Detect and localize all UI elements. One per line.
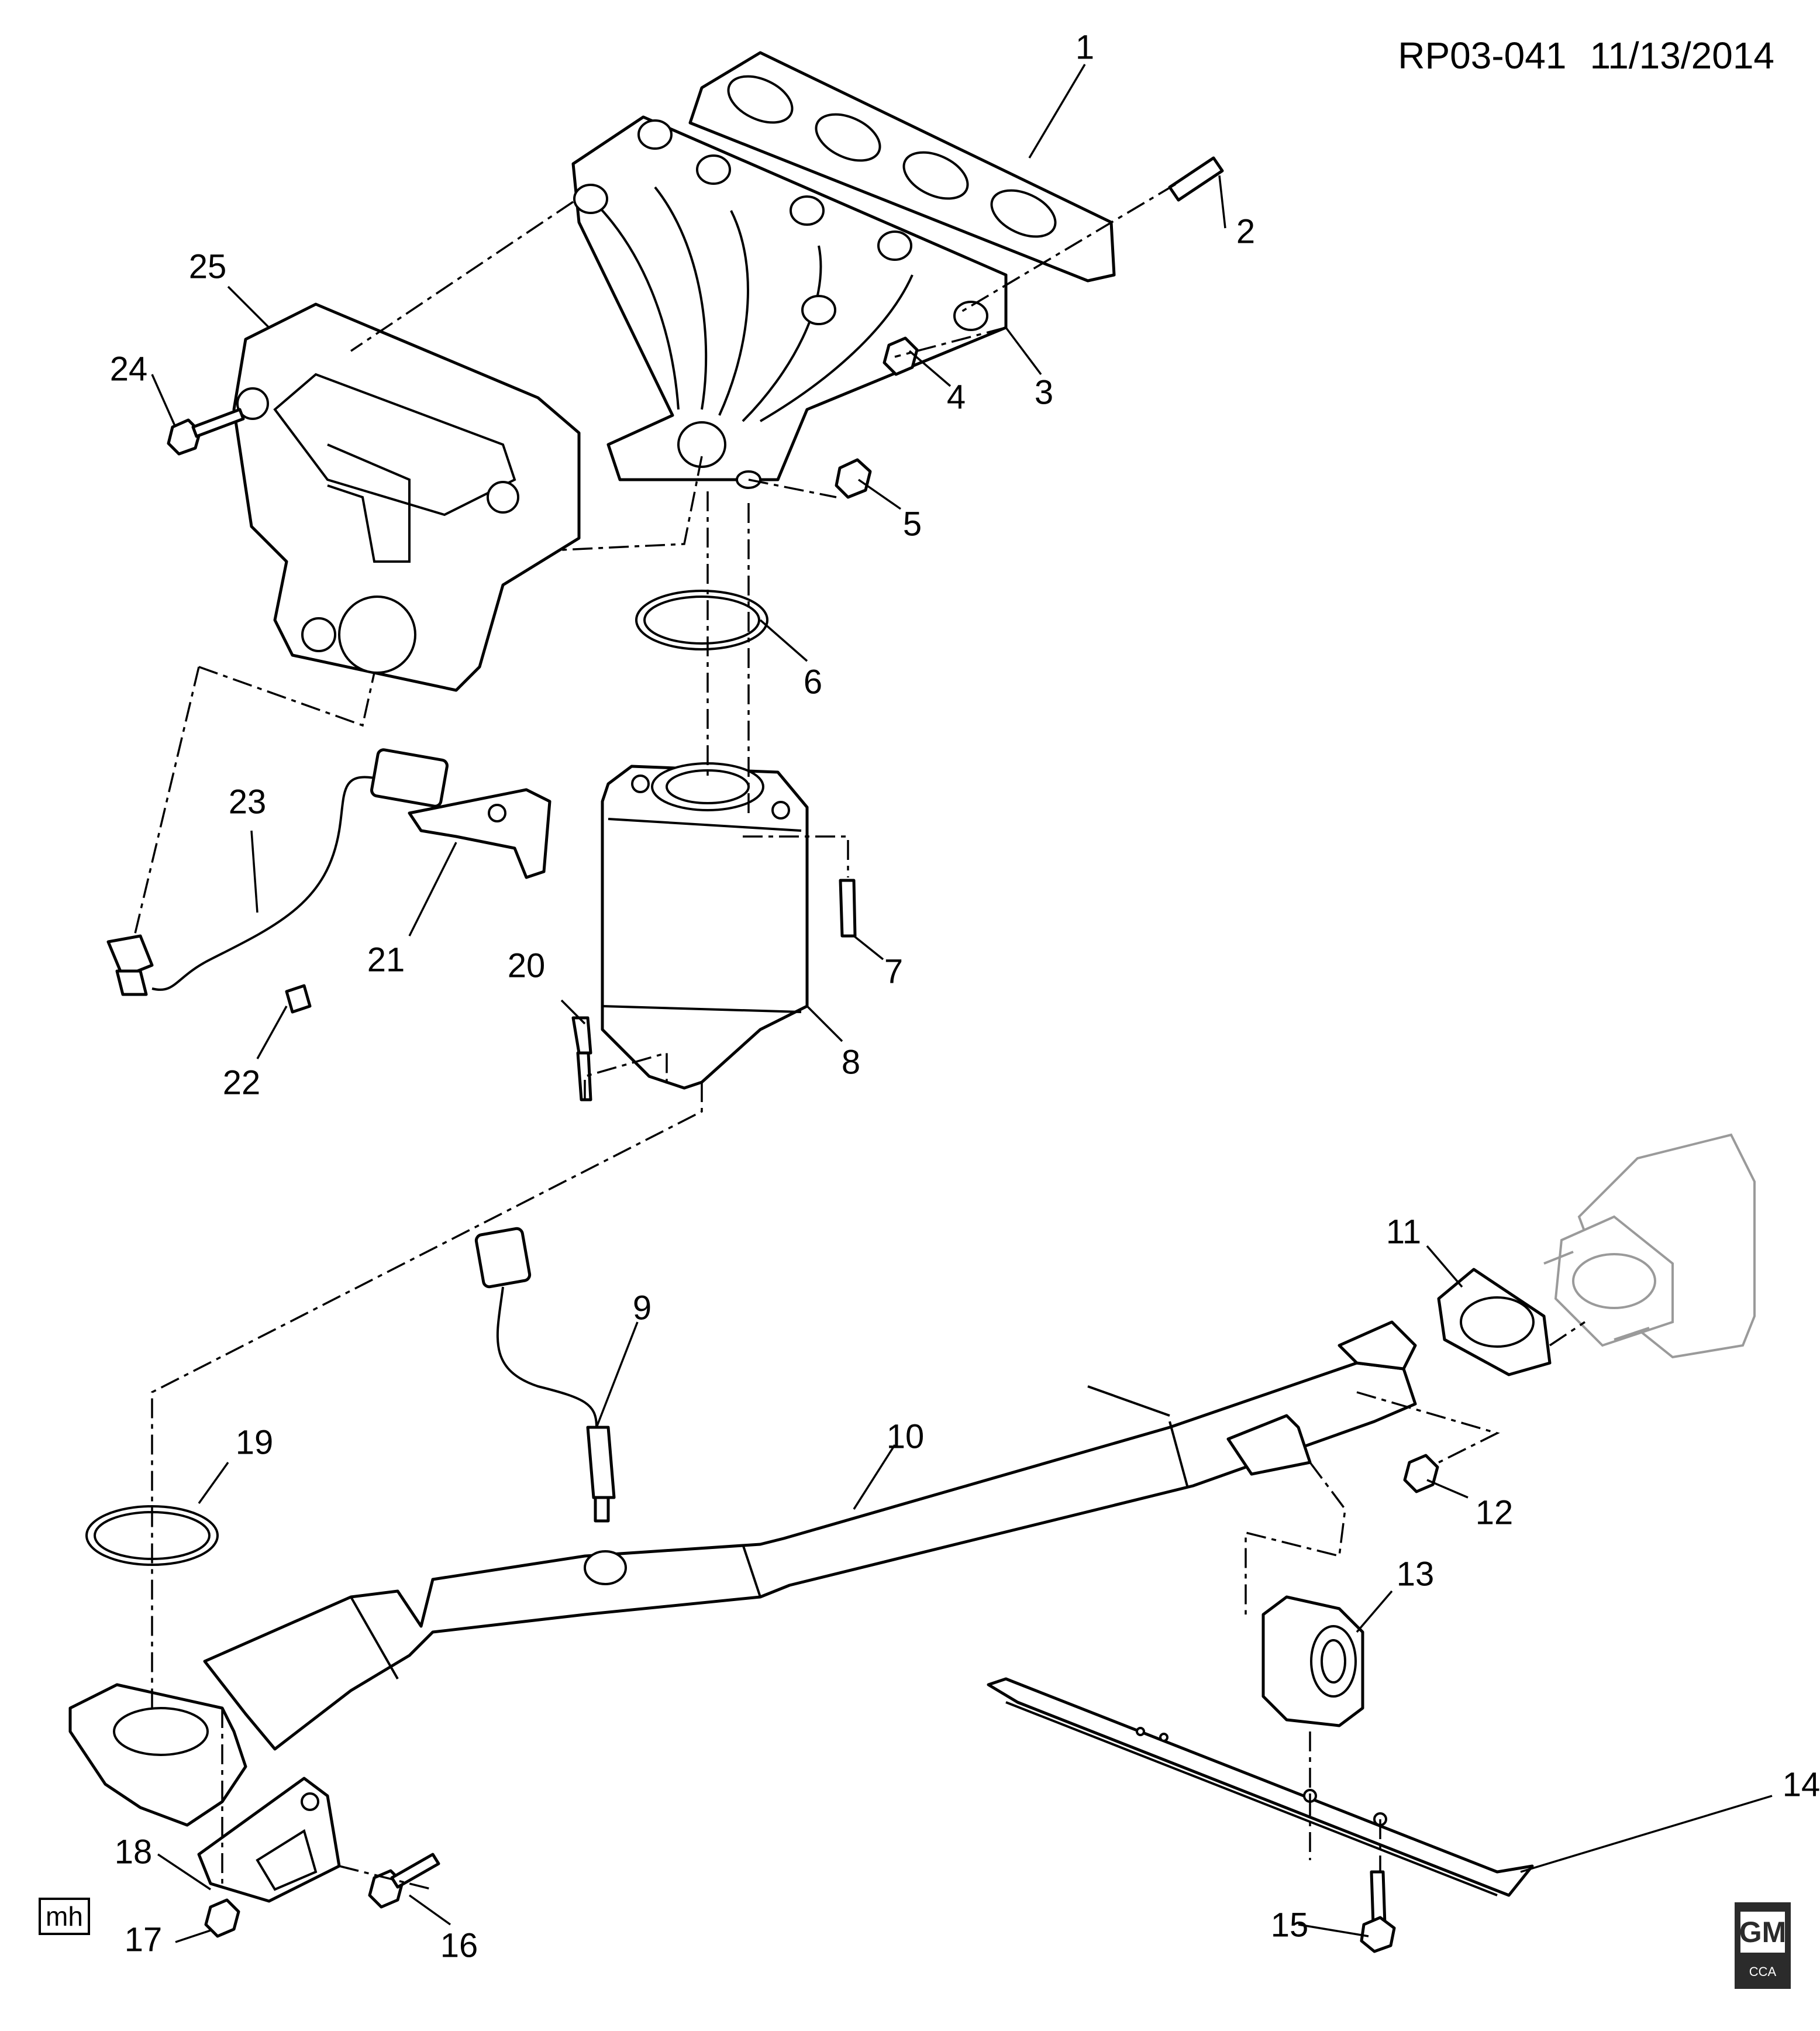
gm-logo-subtext: CCA <box>1749 1964 1777 1979</box>
callout-8: 8 <box>842 1043 860 1081</box>
callout-6: 6 <box>804 663 822 701</box>
callout-1: 1 <box>1076 28 1094 66</box>
part-24-bolt[interactable] <box>167 408 245 456</box>
callout-13: 13 <box>1397 1555 1435 1593</box>
part-3-exhaust-manifold[interactable] <box>571 115 1008 489</box>
part-25-heat-shield[interactable] <box>232 302 581 692</box>
initials-text: mh <box>46 1901 83 1932</box>
callout-3: 3 <box>1035 373 1053 411</box>
callout-23: 23 <box>229 783 267 821</box>
callout-25: 25 <box>189 247 227 285</box>
callout-22: 22 <box>223 1063 261 1101</box>
part-22-clip[interactable] <box>285 984 312 1014</box>
muffler-reference <box>1543 1133 1756 1359</box>
callout-labels: 1 2 3 4 5 6 7 8 9 10 11 12 13 14 15 16 1… <box>110 28 1820 1964</box>
part-20-stud[interactable] <box>571 1016 592 1101</box>
part-8-catalytic-converter[interactable] <box>601 762 809 1090</box>
callout-20: 20 <box>508 946 546 984</box>
part-17-nut[interactable] <box>204 1898 240 1938</box>
callout-4: 4 <box>947 378 966 416</box>
callout-2: 2 <box>1236 212 1255 250</box>
part-16-bolt[interactable] <box>368 1853 440 1909</box>
callout-14: 14 <box>1783 1765 1820 1803</box>
callout-12: 12 <box>1476 1493 1514 1531</box>
part-10-exhaust-pipe[interactable] <box>68 1320 1417 1827</box>
callout-19: 19 <box>236 1423 274 1461</box>
part-2-stud[interactable] <box>1168 156 1224 202</box>
callout-9: 9 <box>633 1289 652 1327</box>
gm-logo: GM CCA <box>1735 1902 1791 1989</box>
callout-7: 7 <box>884 952 903 990</box>
callout-10: 10 <box>887 1417 925 1455</box>
callout-16: 16 <box>440 1926 478 1964</box>
part-21-bracket[interactable] <box>408 788 551 879</box>
callout-5: 5 <box>903 505 922 543</box>
callout-18: 18 <box>115 1833 153 1871</box>
part-11-flange-gasket[interactable] <box>1437 1268 1552 1376</box>
part-6-gasket-ring[interactable] <box>635 590 768 650</box>
ref-code: RP03-041 <box>1398 35 1567 77</box>
diagram-reference: RP03-041 11/13/2014 <box>1374 34 1774 77</box>
gm-logo-mark: GM <box>1739 1912 1786 1953</box>
part-12-nut[interactable] <box>1403 1454 1439 1493</box>
assembly-lines <box>133 183 1585 1891</box>
callout-11: 11 <box>1386 1213 1421 1251</box>
callout-24: 24 <box>110 350 148 388</box>
leader-lines <box>151 64 1773 1943</box>
callout-17: 17 <box>125 1920 163 1958</box>
initials-box: mh <box>39 1898 90 1935</box>
part-23-oxygen-sensor[interactable] <box>106 748 449 996</box>
part-15-bolt[interactable] <box>1360 1870 1396 1953</box>
ref-date: 11/13/2014 <box>1590 35 1774 77</box>
part-5-nut[interactable] <box>835 458 872 499</box>
callout-21: 21 <box>367 941 405 979</box>
part-13-hanger-insulator[interactable] <box>1261 1595 1364 1727</box>
part-14-support-bracket[interactable] <box>987 1677 1534 1897</box>
part-1-manifold-gasket[interactable] <box>688 51 1116 283</box>
callout-15: 15 <box>1271 1906 1309 1944</box>
part-7-stud[interactable] <box>839 879 857 938</box>
part-9-oxygen-sensor[interactable] <box>474 1227 616 1523</box>
